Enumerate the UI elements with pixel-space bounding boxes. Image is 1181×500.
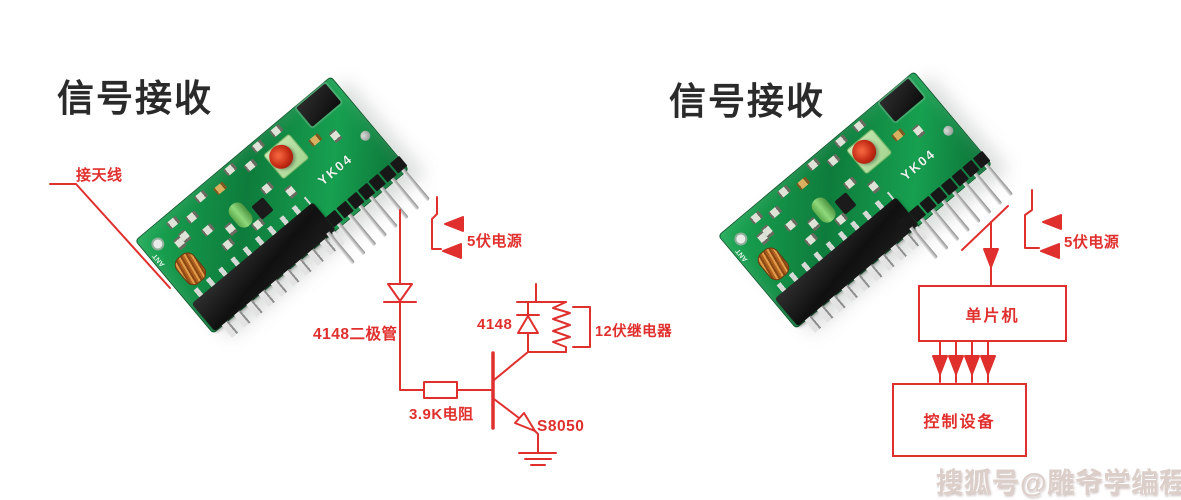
resistor-label: 3.9K电阻 bbox=[409, 406, 474, 423]
mcu-box: 单片机 bbox=[918, 285, 1067, 342]
mcu-box-label: 单片机 bbox=[965, 307, 1020, 325]
diode-symbol bbox=[387, 283, 413, 302]
mcu-out-arrowhead-3 bbox=[964, 355, 980, 375]
flyback-diode-label: 4148 bbox=[477, 316, 513, 333]
signal-wire bbox=[399, 301, 425, 391]
collector-wire bbox=[493, 351, 529, 381]
power-connector-right bbox=[1024, 189, 1040, 249]
power-label-left: 5伏电源 bbox=[467, 233, 523, 250]
right-section-title: 信号接收 bbox=[669, 81, 825, 122]
power-arrow-upper-right bbox=[1042, 214, 1062, 230]
emitter-wire bbox=[493, 398, 520, 419]
antenna-label: 接天线 bbox=[76, 167, 123, 184]
mcu-out-arrowhead-2 bbox=[948, 355, 964, 375]
antenna-leader-line bbox=[49, 183, 171, 289]
power-label-right: 5伏电源 bbox=[1064, 234, 1120, 251]
relay-coil-symbol bbox=[552, 301, 571, 353]
control-device-box: 控制设备 bbox=[892, 383, 1027, 457]
mcu-arrowhead bbox=[983, 248, 999, 268]
mcu-out-arrowhead-4 bbox=[980, 355, 996, 375]
data-pins-line bbox=[961, 205, 1009, 251]
ground-symbol bbox=[518, 452, 557, 466]
left-section-title: 信号接收 bbox=[57, 78, 213, 119]
relay-bracket bbox=[572, 306, 591, 348]
relay-label: 12伏继电器 bbox=[595, 324, 673, 340]
transistor-label: S8050 bbox=[537, 418, 585, 435]
power-arrow-upper-left bbox=[444, 216, 464, 232]
mcu-out-arrowhead-1 bbox=[932, 355, 948, 375]
emitter-arrowhead bbox=[514, 412, 536, 432]
flyback-diode-symbol bbox=[517, 315, 539, 334]
power-connector-left bbox=[431, 196, 442, 250]
emitter-wire bbox=[534, 430, 539, 453]
power-arrow-lower-left bbox=[442, 243, 462, 259]
resistor-symbol bbox=[423, 381, 458, 399]
control-device-box-label: 控制设备 bbox=[923, 414, 996, 431]
series-diode-label: 4148二极管 bbox=[313, 326, 398, 343]
power-arrow-lower-right bbox=[1040, 243, 1060, 259]
watermark-text: 搜狐号@雕爷学编程 bbox=[936, 468, 1181, 498]
